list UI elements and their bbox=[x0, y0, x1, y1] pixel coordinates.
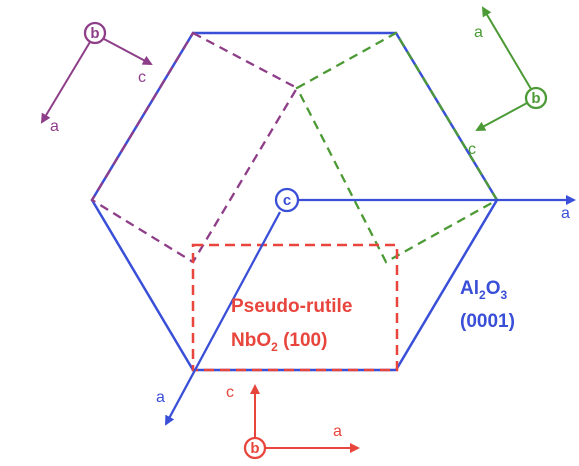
film-orientation: (100) bbox=[278, 330, 328, 351]
purple-a-axis bbox=[40, 41, 91, 124]
substrate-sub2: 3 bbox=[500, 288, 507, 302]
green-b-label: b bbox=[531, 90, 540, 107]
purple-c-axis bbox=[103, 38, 153, 65]
substrate-c-circle bbox=[274, 187, 300, 213]
red-a-label: a bbox=[333, 423, 342, 440]
film-label-line2: NbO2 (100) bbox=[231, 330, 327, 354]
purple-domain-outline bbox=[90, 31, 299, 264]
purple-c-label: c bbox=[138, 69, 146, 86]
substrate-a-left-label: a bbox=[156, 389, 165, 406]
substrate-orientation-label: (0001) bbox=[460, 311, 515, 332]
film-formula: NbO bbox=[231, 330, 271, 351]
red-b-circle bbox=[243, 436, 267, 460]
film-label-line1: Pseudo-rutile bbox=[231, 296, 352, 317]
substrate-al: Al bbox=[460, 278, 479, 299]
green-a-label: a bbox=[474, 24, 483, 41]
film-subscript: 2 bbox=[271, 340, 278, 354]
red-b-label: b bbox=[250, 440, 259, 457]
green-b-circle bbox=[524, 86, 548, 110]
substrate-o: O bbox=[486, 278, 501, 299]
film-domain-outline bbox=[191, 243, 399, 372]
purple-b-label: b bbox=[90, 25, 99, 42]
substrate-formula-label: Al2O3 bbox=[460, 278, 507, 302]
green-c-axis bbox=[475, 102, 528, 131]
substrate-sub1: 2 bbox=[479, 288, 486, 302]
green-domain-outline bbox=[295, 31, 499, 264]
purple-a-label: a bbox=[50, 118, 59, 135]
green-c-label: c bbox=[468, 141, 476, 158]
purple-b-circle bbox=[83, 21, 107, 45]
substrate-a-right-label: a bbox=[561, 205, 570, 222]
substrate-c-label: c bbox=[283, 192, 291, 209]
green-a-axis bbox=[481, 6, 532, 90]
substrate-a-axis-left bbox=[164, 211, 282, 426]
red-c-label: c bbox=[226, 384, 234, 401]
